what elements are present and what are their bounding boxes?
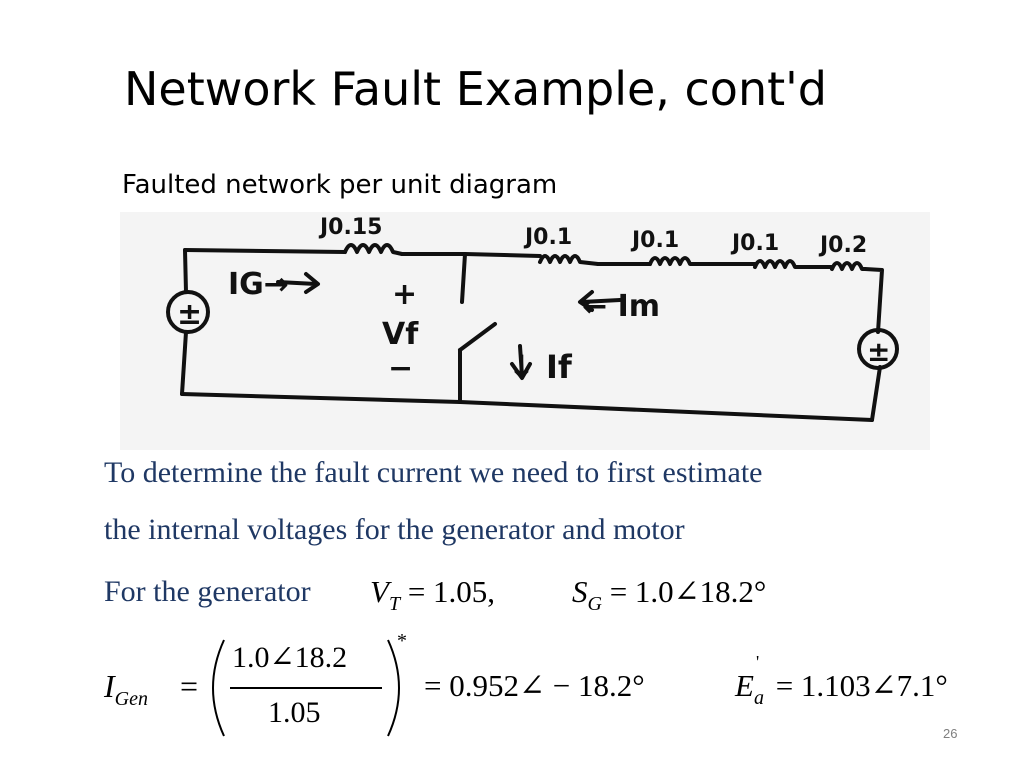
inductor-gen <box>343 243 404 256</box>
wire-right-lower <box>870 365 882 422</box>
generator-source <box>166 290 210 334</box>
ea-subscript: a <box>753 687 764 709</box>
circuit-diagram: ± ± J0.15 J0.1 J0.1 J0.1 J0.2 IG→ ← Im ↓… <box>120 212 930 450</box>
generator-line-prefix: For the generator <box>104 575 311 608</box>
vt-symbol: V <box>370 574 389 609</box>
if-label: ↓ If <box>508 348 573 386</box>
slide-title: Network Fault Example, cont'd <box>124 62 827 116</box>
vt-equation: VT = 1.05, <box>370 574 496 615</box>
inductor-3 <box>753 259 812 269</box>
impedance-label-4: J0.2 <box>818 233 867 258</box>
motor-symbol: ± <box>867 335 890 368</box>
fraction-drawing <box>212 639 400 737</box>
minus-sign: − <box>388 351 413 386</box>
motor-source <box>857 328 899 370</box>
left-paren <box>212 639 225 737</box>
inductor-2 <box>648 256 712 266</box>
im-arrow <box>578 290 622 312</box>
sg-equation: SG = 1.0∠18.2° <box>572 574 767 615</box>
impedance-label-3: J0.1 <box>730 231 779 256</box>
ig-label: IG→ <box>228 267 289 302</box>
inductor-1 <box>538 254 600 266</box>
wire-left-upper <box>183 248 188 294</box>
igen-symbol-group: IGen <box>104 668 148 710</box>
ea-prime: ' <box>755 652 760 672</box>
sg-subscript: G <box>587 593 602 615</box>
bus-line <box>460 252 467 304</box>
slide-subtitle: Faulted network per unit diagram <box>122 170 558 200</box>
sg-symbol: S <box>572 574 588 609</box>
ea-symbol: E <box>735 668 754 703</box>
plus-sign: + <box>392 277 417 312</box>
ea-equation: E' a = 1.103∠7.1° <box>735 652 948 709</box>
page-number: 26 <box>943 726 958 741</box>
impedance-label-gen: J0.15 <box>318 215 382 240</box>
right-paren <box>387 639 400 737</box>
fraction-numerator: 1.0∠18.2 <box>232 641 348 674</box>
fraction-denominator: 1.05 <box>268 696 321 729</box>
vf-label: Vf <box>382 317 419 352</box>
circuit-drawing: ± ± J0.15 J0.1 J0.1 J0.1 J0.2 IG→ ← Im ↓… <box>166 215 899 422</box>
generator-symbol: ± <box>177 297 202 332</box>
conjugate-star: * <box>397 630 407 652</box>
impedance-label-2: J0.1 <box>630 228 679 253</box>
wire-top-left <box>183 248 347 254</box>
igen-subscript: Gen <box>114 688 148 710</box>
body-line-2: the internal voltages for the generator … <box>104 513 685 546</box>
fault-switch-blade <box>458 322 497 352</box>
vt-subscript: T <box>388 593 401 615</box>
wire-bottom <box>180 392 874 422</box>
inductor-4 <box>830 261 867 271</box>
impedance-label-1: J0.1 <box>523 225 572 250</box>
im-label: ← Im <box>582 289 660 324</box>
ea-value: = 1.103∠7.1° <box>775 668 948 703</box>
body-line-1: To determine the fault current we need t… <box>104 456 763 489</box>
igen-symbol: I <box>104 668 115 704</box>
if-arrow <box>510 344 532 380</box>
igen-result: = 0.952∠ − 18.2° <box>424 668 645 703</box>
generator-line: For the generator <box>104 575 311 609</box>
wire-left-lower <box>180 330 188 396</box>
sg-value: = 1.0∠18.2° <box>609 574 767 609</box>
vt-value: = 1.05, <box>407 574 496 609</box>
ig-arrow <box>276 272 320 294</box>
wire-top-right <box>863 267 884 334</box>
igen-equals: = <box>180 668 199 704</box>
wire-top-mid <box>400 252 542 258</box>
